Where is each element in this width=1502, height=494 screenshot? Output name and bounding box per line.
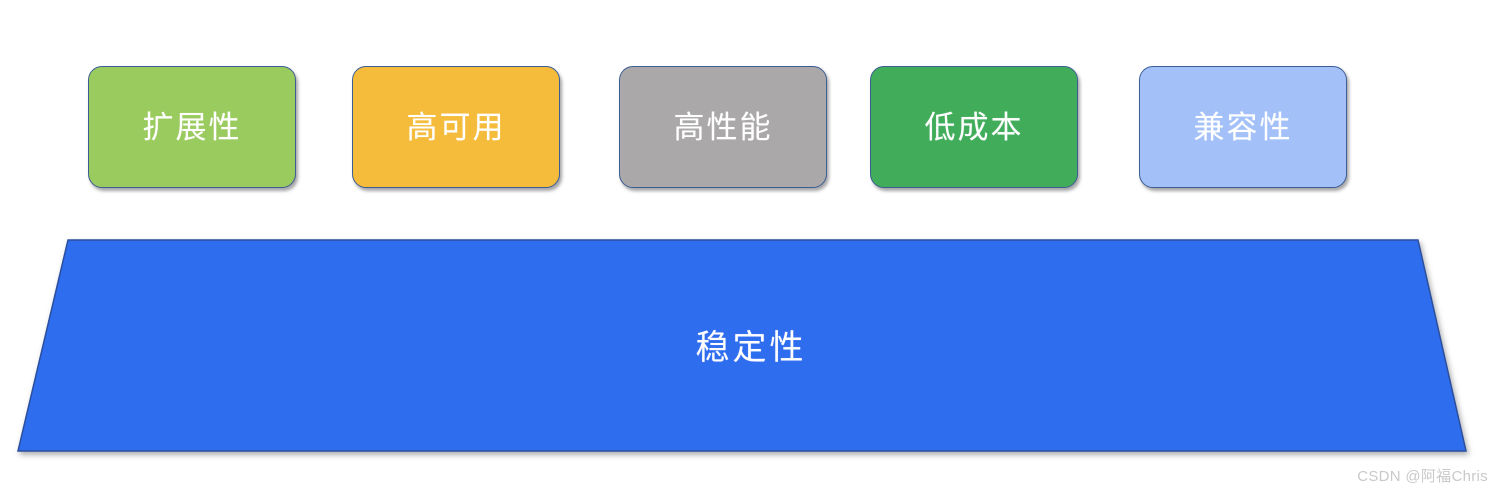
attribute-card-label: 低成本 (924, 109, 1024, 145)
watermark-text: CSDN @阿福Chris (1357, 468, 1488, 485)
attribute-card-label: 高可用 (406, 109, 506, 145)
foundation-block[interactable]: 稳定性 (0, 239, 1502, 455)
attribute-card-label: 兼容性 (1193, 109, 1293, 145)
attribute-card-compatibility[interactable]: 兼容性 (1139, 66, 1347, 188)
attribute-card-low-cost[interactable]: 低成本 (870, 66, 1078, 188)
attribute-card-label: 高性能 (673, 109, 773, 145)
foundation-trapezoid-shape (17, 239, 1467, 452)
attribute-card-high-availability[interactable]: 高可用 (352, 66, 560, 188)
attribute-card-high-performance[interactable]: 高性能 (619, 66, 827, 188)
attribute-card-scalability[interactable]: 扩展性 (88, 66, 296, 188)
attribute-card-label: 扩展性 (142, 109, 242, 145)
foundation-trapezoid-polygon (17, 239, 1467, 452)
attribute-card-row: 扩展性 高可用 高性能 低成本 兼容性 (0, 0, 1502, 200)
